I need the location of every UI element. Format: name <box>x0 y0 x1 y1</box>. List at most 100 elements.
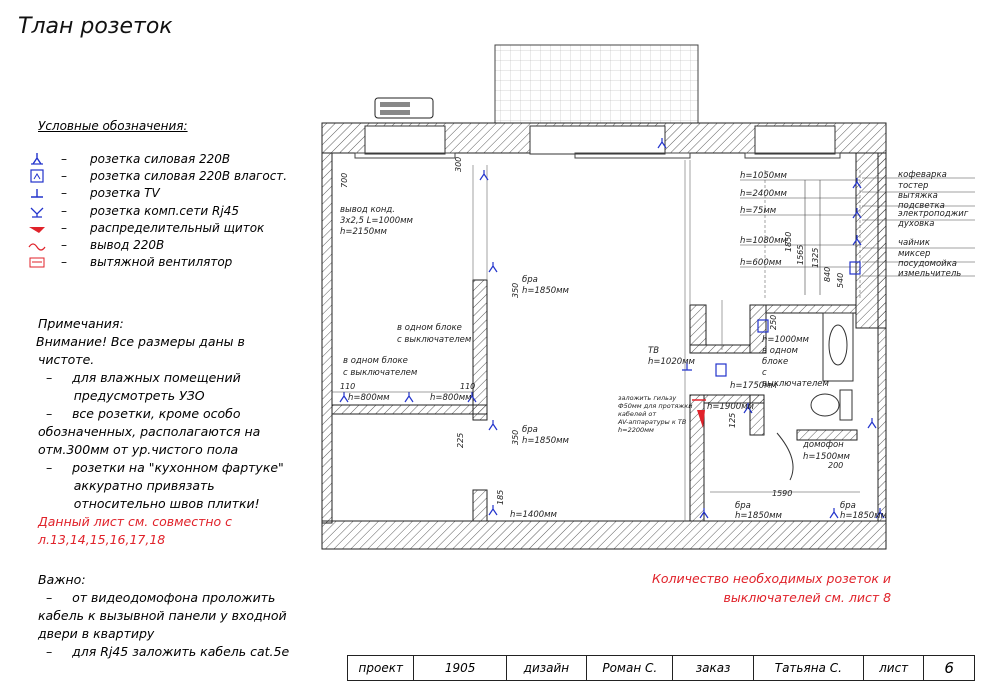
power-socket-icon <box>339 138 885 519</box>
bra-label: h=1850мм <box>522 286 570 296</box>
stamp-project-value: 1905 <box>414 656 507 680</box>
legend-dash: – <box>61 152 67 166</box>
tv-socket-icon <box>682 362 692 371</box>
height-label: h=800мм <box>348 393 390 403</box>
title-block: проект 1905 дизайн Роман С. заказ Татьян… <box>347 655 975 681</box>
dim-label: 200 <box>828 461 843 470</box>
important-line: – от видеодомофона проложить <box>38 590 276 605</box>
legend-label: распределительный щиток <box>90 220 265 235</box>
bra-label: бра <box>840 501 856 511</box>
dim-label: 125 <box>728 413 737 428</box>
important-line: кабель к вызывной панели у входной <box>38 608 287 623</box>
sleeve-label: заложить гильзу <box>618 394 676 402</box>
plan-labels: вывод конд. 3x2,5 L=1000мм h=2150мм в од… <box>340 170 969 521</box>
power-socket-icon <box>28 152 46 166</box>
notes-line: отм.300мм от ур.чистого пола <box>38 442 239 457</box>
vyvod-label: вывод конд. <box>340 205 395 215</box>
notes-line: – розетки на "кухонном фартуке" <box>38 460 284 475</box>
bottom-note: Количество необходимых розеток и выключа… <box>652 569 891 607</box>
legend-item: – распределительный щиток <box>28 220 264 236</box>
stamp-project-label: проект <box>348 656 415 680</box>
h1000-label: выключателем <box>762 379 830 389</box>
kitchen-item: посудомойка <box>898 259 957 269</box>
bra-label: бра <box>735 501 751 511</box>
door-swing <box>776 432 794 481</box>
notes-red-line: Данный лист см. совместно с <box>38 514 233 529</box>
waterproof-socket-icon <box>715 261 861 377</box>
block-label: в одном блоке <box>397 323 462 333</box>
dim-label: 350 <box>511 430 520 445</box>
notes-heading: Примечания: <box>38 316 124 331</box>
dimension-labels: 700 300 350 350 110 110 225 185 250 125 … <box>340 157 845 505</box>
legend-label: розетка комп.сети Rj45 <box>90 203 239 218</box>
stamp-design-value: Роман С. <box>587 656 674 680</box>
windows <box>364 125 836 155</box>
kitchen-height: h=1080мм <box>740 236 788 246</box>
rj45-socket-icon <box>28 204 46 218</box>
legend-dash: – <box>61 220 67 235</box>
dim-label: 250 <box>769 315 778 330</box>
dim-label: 110 <box>460 382 475 391</box>
notes-line: – для влажных помещений <box>38 370 241 385</box>
stamp-order-value: Татьяна С. <box>754 656 864 680</box>
legend-item: –розетка силовая 220В влагост. <box>28 168 287 184</box>
legend-item: –розетка комп.сети Rj45 <box>28 203 239 219</box>
bottom-note-line: выключателей см. лист 8 <box>723 590 892 605</box>
notes-block: Примечания: Внимание! Все размеры даны в… <box>36 315 284 549</box>
vyvod-label: h=2150мм <box>340 227 388 237</box>
legend-label: розетка силовая 220В <box>90 152 231 166</box>
important-line: двери в квартиру <box>38 626 155 641</box>
legend-item: –розетка TV <box>28 185 160 201</box>
legend-label: вывод 220В <box>90 238 165 252</box>
block-label: с выключателем <box>343 368 418 378</box>
h1000-label: h=1000мм <box>762 335 810 345</box>
tv-socket-icon <box>28 186 46 200</box>
important-heading: Важно: <box>38 572 86 587</box>
sleeve-label: кабелей от <box>618 410 656 418</box>
block-label: с выключателем <box>397 335 472 345</box>
kitchen-item: тостер <box>898 181 928 191</box>
dim-label: 110 <box>340 382 355 391</box>
notes-line: Внимание! Все размеры даны в <box>36 334 245 349</box>
kitchen-item: духовка <box>897 219 935 229</box>
important-block: Важно: – от видеодомофона проложить кабе… <box>38 571 289 661</box>
legend-dash: – <box>61 169 67 184</box>
domofon-label: h=1500мм <box>803 452 851 462</box>
notes-line: относительно швов плитки! <box>38 496 260 511</box>
ac-unit-icon <box>374 97 434 119</box>
legend-item: – вытяжной вентилятор <box>28 254 232 270</box>
kitchen-height: h=1050мм <box>740 171 788 181</box>
dim-label: 225 <box>456 433 465 448</box>
notes-line: – все розетки, кроме особо <box>38 406 241 421</box>
sink-icon <box>822 312 854 382</box>
dim-label: 1325 <box>811 248 820 268</box>
kitchen-height: h=75мм <box>740 206 777 216</box>
sleeve-label: AV-аппаратуры к ТВ <box>617 418 687 426</box>
h1000-label: блоке <box>762 357 788 367</box>
legend-item: – розетка силовая 220В <box>28 151 230 167</box>
legend-label: розетка TV <box>90 186 160 201</box>
dim-label: 1590 <box>772 489 792 498</box>
bra-label: h=1850мм <box>522 436 570 446</box>
legend-dash: – <box>61 255 67 270</box>
kitchen-item: подсветка <box>898 201 945 211</box>
sleeve-label: h=2200мм <box>618 426 654 434</box>
legend-item: –вывод 220В <box>28 237 164 253</box>
vyvod-label: 3x2,5 L=1000мм <box>340 216 414 226</box>
height-label: h=1900мм <box>707 402 755 412</box>
dim-label: 1565 <box>796 245 805 265</box>
notes-line: аккуратно привязать <box>38 478 215 493</box>
distribution-panel-icon <box>28 221 46 235</box>
domofon-label: домофон <box>802 440 844 450</box>
dim-label: 350 <box>511 283 520 298</box>
legend-title: Условные обозначения: <box>38 119 188 133</box>
legend-label: вытяжной вентилятор <box>90 255 233 270</box>
bra-label: h=1850мм <box>735 511 783 521</box>
kitchen-item: электроподжиг <box>898 209 969 219</box>
important-line: – для Rj45 заложить кабель cat.5e <box>38 644 290 659</box>
dim-label: 300 <box>454 157 463 172</box>
stamp-sheet-value: 6 <box>944 659 954 677</box>
height-label: h=1400мм <box>510 510 558 520</box>
kitchen-item: измельчитель <box>898 269 961 279</box>
bra-label: бра <box>522 275 538 285</box>
